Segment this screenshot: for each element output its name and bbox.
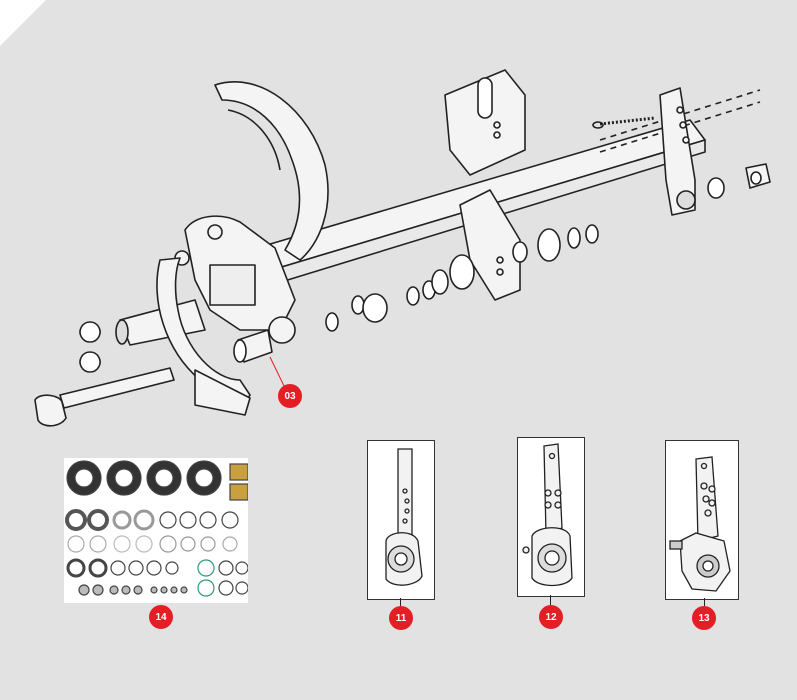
slack-adjuster-drawing: [669, 456, 731, 592]
callout-stem-13: [704, 598, 705, 606]
slack-adjuster-panel-12: [517, 437, 585, 597]
corner-notch: [0, 0, 46, 46]
slack-adjuster-panel-13: [665, 440, 739, 600]
callout-stem-11: [400, 598, 401, 606]
callout-12[interactable]: 12: [539, 605, 563, 629]
callout-03[interactable]: 03: [278, 384, 302, 408]
slack-adjuster-panel-11: [367, 440, 435, 600]
callout-stem-12: [550, 595, 551, 605]
slack-adjuster-drawing: [522, 443, 573, 587]
axle-exploded-diagram: [34, 69, 771, 427]
callout-13[interactable]: 13: [692, 606, 716, 630]
slack-adjuster-drawing: [385, 448, 423, 586]
callout-11[interactable]: 11: [389, 606, 413, 630]
callout-14[interactable]: 14: [149, 605, 173, 629]
repair-kit-photo: [64, 458, 248, 603]
